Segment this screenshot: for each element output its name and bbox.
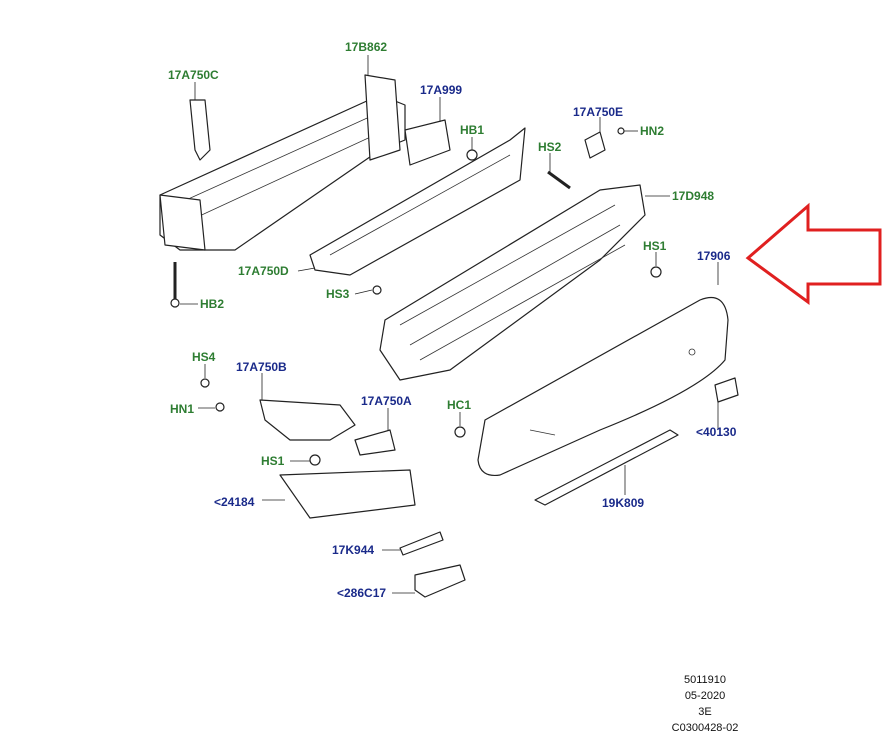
label-hb1: HB1 <box>460 123 485 137</box>
bolt-hb1 <box>466 149 478 161</box>
ref-line-2: 05-2020 <box>684 690 726 702</box>
bolt-hs4 <box>200 378 210 388</box>
label-hs1-lower: HS1 <box>261 454 285 468</box>
label-hs2: HS2 <box>538 140 562 154</box>
ref-line-1: 5011910 <box>683 674 726 686</box>
part-17k944 <box>399 531 444 556</box>
label-17d948: 17D948 <box>672 189 715 203</box>
label-40130: <40130 <box>696 425 737 439</box>
ref-line-3: 3E <box>698 706 712 718</box>
ref-line-4: C0300428-02 <box>671 722 739 734</box>
label-286c17: <286C17 <box>337 586 387 600</box>
bracket-17a750b <box>259 399 356 441</box>
label-hb2: HB2 <box>200 297 225 311</box>
label-17a750c: 17A750C <box>168 68 219 82</box>
bolt-hs1-upper <box>650 266 662 278</box>
bolt-hs3 <box>372 285 382 295</box>
strip-19k809 <box>534 429 679 506</box>
label-17a750e: 17A750E <box>573 105 624 119</box>
nut-hn1 <box>215 402 225 412</box>
bracket-17a999 <box>404 119 451 166</box>
label-hn1: HN1 <box>170 402 195 416</box>
upper-absorber <box>309 127 526 276</box>
pointer-arrow-icon <box>745 202 882 305</box>
bolt-hb2 <box>170 262 180 308</box>
label-hs1-upper: HS1 <box>643 239 667 253</box>
label-hc1: HC1 <box>447 398 472 412</box>
bolt-hs2 <box>547 170 571 190</box>
label-17a750a: 17A750A <box>361 394 412 408</box>
energy-absorber <box>379 184 646 381</box>
label-17a750d: 17A750D <box>238 264 289 278</box>
label-17a750b: 17A750B <box>236 360 287 374</box>
label-17b862: 17B862 <box>345 40 388 54</box>
bracket-17a750c <box>189 99 211 161</box>
nut-hn2 <box>617 127 625 135</box>
impact-beam <box>159 74 406 251</box>
bolt-hs1-lower <box>309 454 321 466</box>
label-hs4: HS4 <box>192 350 216 364</box>
part-40130 <box>714 377 739 403</box>
leader-lines <box>180 55 719 594</box>
bolt-hc1 <box>454 426 466 438</box>
label-17a999: 17A999 <box>420 83 463 97</box>
part-286c17 <box>414 564 466 598</box>
label-17k944: 17K944 <box>332 543 375 557</box>
label-hn2: HN2 <box>640 124 665 138</box>
label-hs3: HS3 <box>326 287 350 301</box>
corner-cover-24184 <box>279 469 416 519</box>
bracket-17a750e <box>584 131 606 159</box>
label-17906: 17906 <box>697 249 731 263</box>
bumper-cover <box>477 296 729 477</box>
label-19k809: 19K809 <box>602 496 645 510</box>
label-24184: <24184 <box>214 495 255 509</box>
bracket-17a750a <box>354 429 396 456</box>
